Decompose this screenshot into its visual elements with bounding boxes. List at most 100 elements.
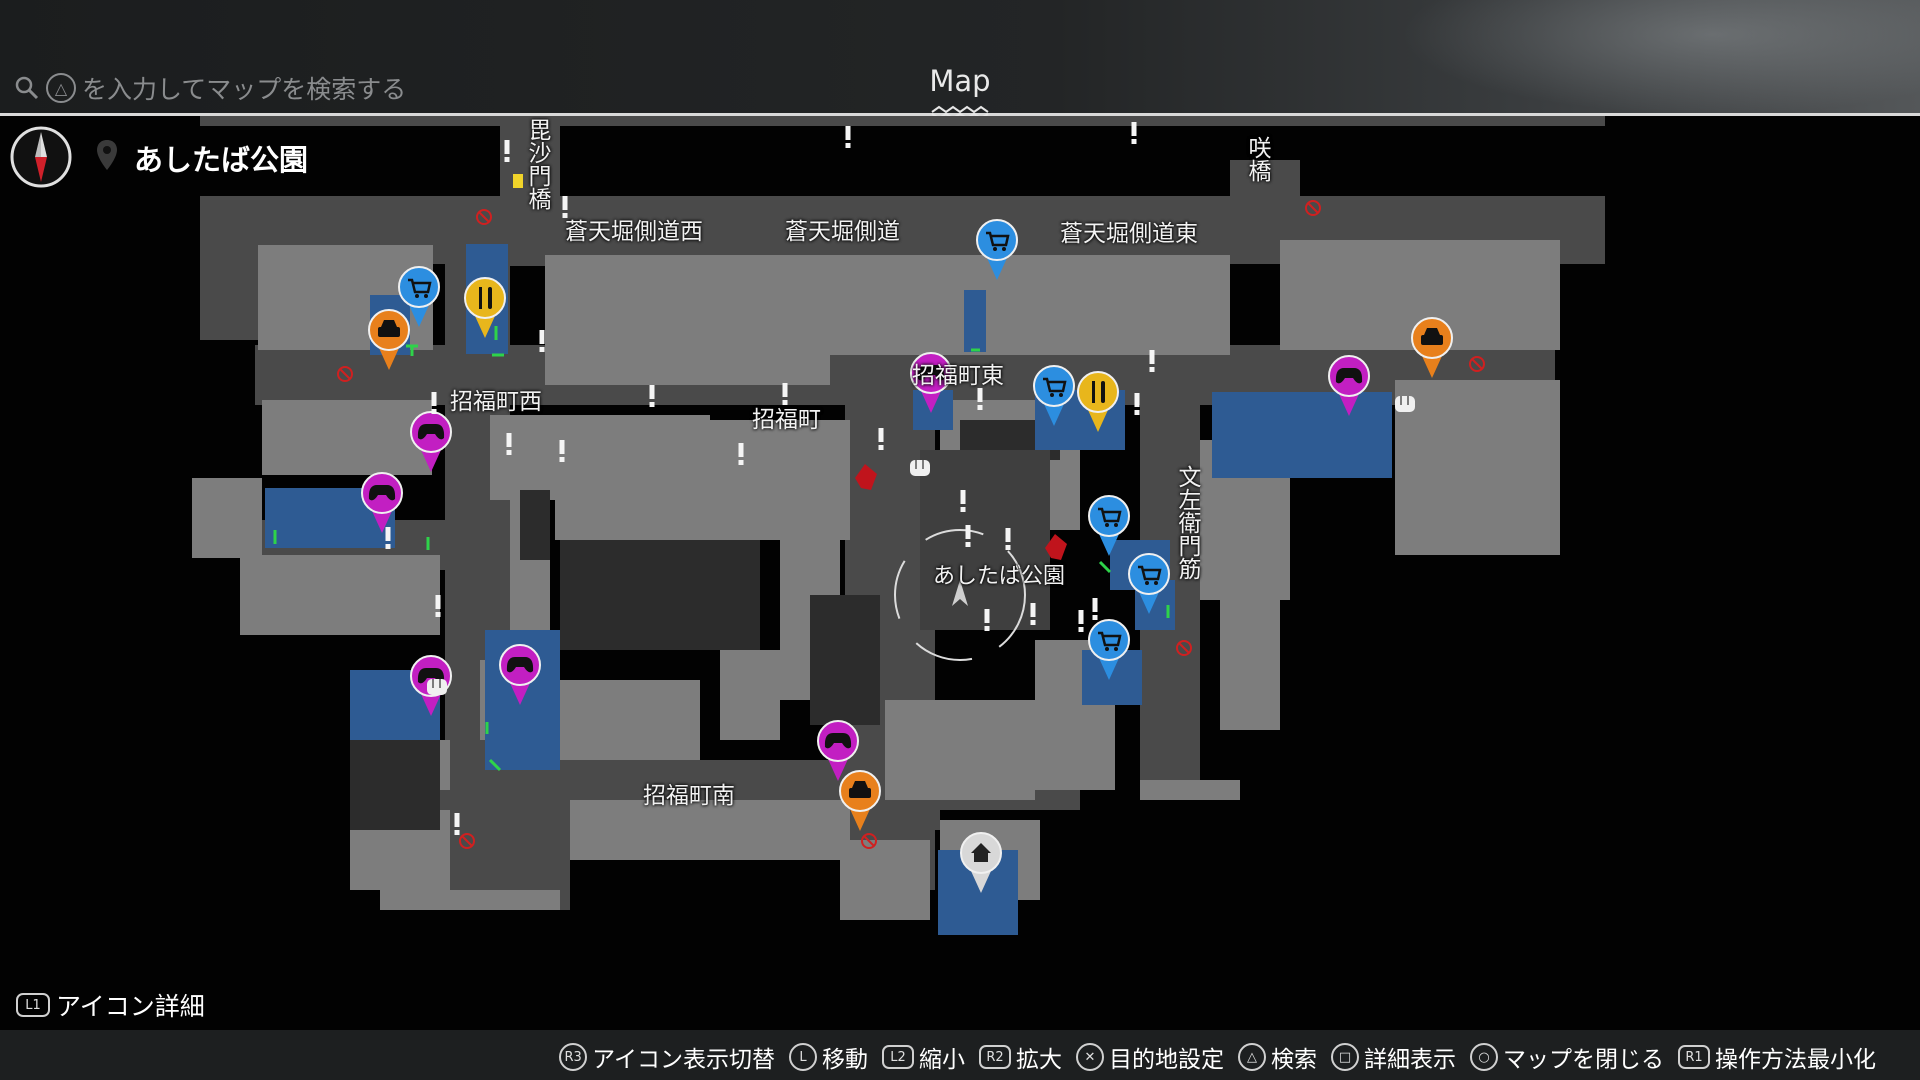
map-markers[interactable] — [273, 122, 1485, 893]
exclamation-icon[interactable] — [782, 383, 788, 405]
exclamation-icon[interactable] — [1092, 598, 1098, 620]
label-shofuku-west: 招福町西 — [450, 389, 542, 415]
enemy-marker-icon[interactable] — [1045, 534, 1067, 560]
control-zoom-out[interactable]: L2 縮小 — [882, 1040, 965, 1074]
l2-button-icon: L2 — [882, 1045, 914, 1069]
label-soten-side: 蒼天堀側道 — [785, 219, 900, 245]
compass-icon — [10, 126, 72, 188]
no-entry-icon — [861, 833, 877, 849]
exclamation-icon[interactable] — [649, 385, 655, 407]
taxi-icon[interactable] — [1411, 317, 1453, 378]
home-icon[interactable] — [960, 832, 1002, 893]
shop-icon[interactable] — [1088, 619, 1130, 680]
control-label: 縮小 — [919, 1047, 965, 1073]
exclamation-icon[interactable] — [454, 813, 460, 835]
r2-button-icon: R2 — [979, 1045, 1011, 1069]
restaurant-icon[interactable] — [1077, 371, 1119, 432]
control-set-destination[interactable]: ✕ 目的地設定 — [1076, 1040, 1224, 1074]
control-toggle-icons[interactable]: R3 アイコン表示切替 — [559, 1040, 775, 1074]
map-view[interactable] — [0, 116, 1920, 966]
location-pin-icon — [97, 140, 117, 170]
no-entry-icon — [1469, 356, 1485, 372]
no-entry-icon — [1176, 640, 1192, 656]
exclamation-icon[interactable] — [504, 140, 510, 162]
exclamation-icon[interactable] — [435, 595, 441, 617]
gamepad-icon[interactable] — [361, 472, 403, 533]
map-dark-blocks — [350, 420, 1060, 830]
restaurant-icon[interactable] — [464, 277, 506, 338]
exclamation-icon[interactable] — [562, 196, 568, 218]
control-minimize[interactable]: R1 操作方法最小化 — [1678, 1040, 1876, 1074]
control-move[interactable]: L 移動 — [789, 1040, 868, 1074]
exclamation-icon[interactable] — [559, 440, 565, 462]
entrance-marker — [1098, 560, 1112, 574]
exclamation-icon[interactable] — [878, 428, 884, 450]
exclamation-icon[interactable] — [431, 392, 437, 414]
top-bar-shade — [1400, 0, 1920, 115]
shop-icon[interactable] — [1033, 365, 1075, 426]
circle-button-icon: ○ — [1470, 1043, 1498, 1071]
exclamation-icon[interactable] — [984, 609, 990, 631]
exclamation-icon[interactable] — [845, 126, 851, 148]
shop-icon[interactable] — [1128, 553, 1170, 614]
exclamation-icon[interactable] — [385, 527, 391, 549]
exclamation-icon[interactable] — [960, 490, 966, 512]
exclamation-icon[interactable] — [539, 330, 545, 352]
control-search[interactable]: △ 検索 — [1238, 1040, 1317, 1074]
fist-icon[interactable] — [427, 679, 447, 695]
exclamation-icon[interactable] — [977, 388, 983, 410]
exclamation-icon[interactable] — [1030, 603, 1036, 625]
shop-icon[interactable] — [976, 219, 1018, 280]
exclamation-icon[interactable] — [1134, 393, 1140, 415]
enemy-marker-icon[interactable] — [855, 464, 877, 490]
exclamation-icon[interactable] — [1149, 350, 1155, 372]
triangle-button-icon: △ — [1238, 1043, 1266, 1071]
control-label: マップを閉じる — [1503, 1047, 1664, 1073]
gamepad-icon[interactable] — [910, 352, 952, 413]
exclamation-icon[interactable] — [738, 443, 744, 465]
cross-button-icon: ✕ — [1076, 1043, 1104, 1071]
no-entry-icon — [459, 833, 475, 849]
gamepad-icon[interactable] — [499, 644, 541, 705]
fist-icon[interactable] — [1395, 396, 1415, 412]
no-entry-icon — [337, 366, 353, 382]
search-icon — [15, 76, 39, 100]
label-soten-west: 蒼天堀側道西 — [565, 219, 703, 245]
icon-detail-button[interactable]: L1 アイコン詳細 — [16, 987, 205, 1023]
control-label: 目的地設定 — [1109, 1047, 1224, 1073]
triangle-button-icon: △ — [46, 73, 76, 103]
entrance-marker — [488, 758, 502, 772]
gamepad-icon[interactable] — [410, 411, 452, 472]
gamepad-icon[interactable] — [1328, 355, 1370, 416]
label-hanashi-bridge: 咲橋 — [1244, 136, 1270, 182]
taxi-icon[interactable] — [839, 770, 881, 831]
exclamation-icon[interactable] — [506, 433, 512, 455]
shop-icon[interactable] — [1088, 495, 1130, 556]
label-shofuku: 招福町 — [752, 407, 821, 433]
l1-button-icon: L1 — [16, 993, 50, 1017]
shop-icon[interactable] — [398, 266, 440, 327]
exclamation-icon[interactable] — [1005, 528, 1011, 550]
control-details[interactable]: □ 詳細表示 — [1331, 1040, 1456, 1074]
taxi-icon[interactable] — [368, 309, 410, 370]
map-search[interactable]: △ を入力してマップを検索する — [14, 72, 406, 104]
r3-button-icon: R3 — [559, 1043, 588, 1071]
controls-list: R3 アイコン表示切替 L 移動 L2 縮小 R2 拡大 ✕ 目的地設定 △ 検… — [559, 1040, 1876, 1074]
exclamation-icon[interactable] — [965, 525, 971, 547]
search-placeholder: を入力してマップを検索する — [82, 75, 407, 104]
label-shofuku-east: 招福町東 — [912, 363, 1004, 389]
exclamation-icon[interactable] — [1131, 122, 1137, 144]
square-button-icon: □ — [1331, 1043, 1359, 1071]
fist-icon[interactable] — [910, 460, 930, 476]
gamepad-icon[interactable] — [817, 720, 859, 781]
exclamation-icon[interactable] — [1078, 610, 1084, 632]
r1-button-icon: R1 — [1678, 1045, 1710, 1069]
quest-marker-icon[interactable] — [513, 174, 523, 188]
control-close-map[interactable]: ○ マップを閉じる — [1470, 1040, 1664, 1074]
control-label: 移動 — [822, 1047, 868, 1073]
label-bunzaemon: 文左衛門筋 — [1174, 465, 1200, 580]
page-title: Map — [929, 64, 991, 98]
label-bishamon-bridge: 毘沙門橋 — [524, 118, 550, 210]
no-entry-icon — [476, 209, 492, 225]
control-zoom-in[interactable]: R2 拡大 — [979, 1040, 1062, 1074]
